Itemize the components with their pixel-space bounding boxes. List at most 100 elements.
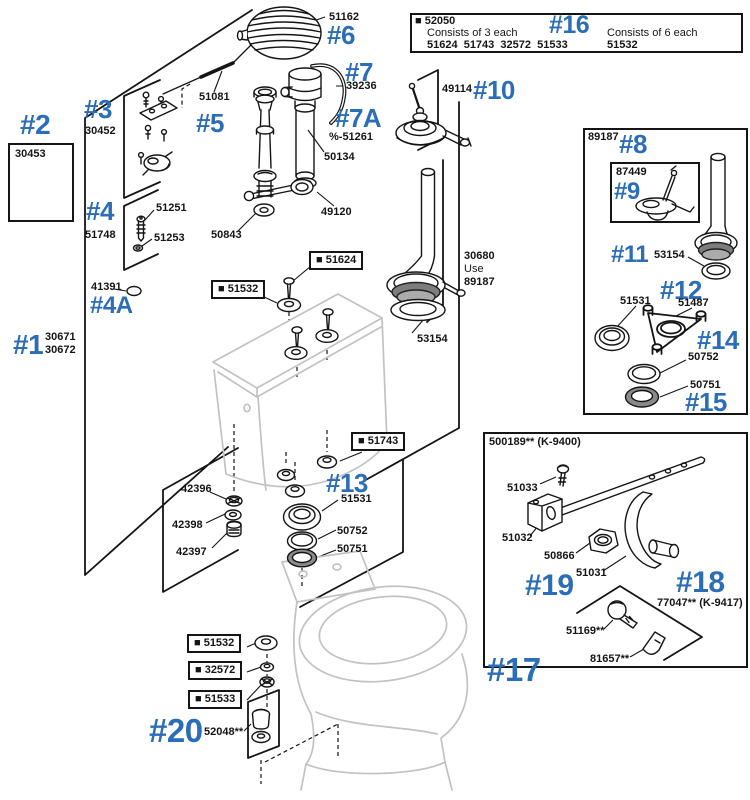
callout-30671: 30671 — [45, 331, 76, 343]
ref-18: #18 — [676, 566, 725, 599]
part-89187-flush-valve — [694, 152, 738, 261]
boxed-label-51532-bowl: ■ 51532 — [187, 634, 242, 654]
ref-7a: #7A — [335, 103, 382, 133]
box17-header: 500189** (K-9400) — [489, 436, 581, 448]
part-53154-gasket-center — [390, 298, 446, 322]
kit-box-16 — [410, 13, 743, 53]
ref-4: #4 — [86, 196, 114, 226]
consists3-text: Consists of 3 each — [427, 27, 518, 39]
callout-77047: 77047** (K-9417) — [657, 597, 743, 609]
callout-50751-center: 50751 — [337, 543, 368, 555]
ref-19: #19 — [525, 569, 574, 602]
consists6-list: 51532 — [607, 39, 638, 51]
callout-39236: 39236 — [346, 80, 377, 92]
ref-7: #7 — [345, 57, 373, 87]
callout-49114: 49114 — [442, 83, 472, 95]
callout-50843: 50843 — [211, 229, 242, 241]
ref-2: #2 — [20, 109, 51, 140]
callout-51253: 51253 — [154, 232, 185, 244]
kit-box-9 — [610, 162, 700, 223]
callout-51031: 51031 — [576, 567, 607, 579]
part-51487-plate — [642, 304, 707, 355]
part-41391-gasket — [126, 285, 142, 297]
callout-89187-use: 89187 — [464, 276, 495, 288]
part-30452-hinge-kit — [137, 91, 178, 176]
ref-20: #20 — [149, 712, 203, 749]
part-fill-valve-shank — [253, 86, 277, 217]
callout-50752-box8: 50752 — [688, 351, 719, 363]
ref-3: #3 — [84, 94, 112, 124]
part-51169-screw — [607, 600, 638, 629]
boxed-label-51532-tank: ■ 51532 — [211, 280, 266, 300]
part-30680-flush-valve — [386, 167, 466, 305]
callout-50751-box8: 50751 — [690, 379, 721, 391]
ref-8: #8 — [619, 129, 647, 159]
part-51033-screw — [556, 464, 570, 487]
part-50134-fill-valve — [280, 67, 322, 189]
callout-51531-center: 51531 — [341, 493, 372, 505]
part-51251-screw — [136, 215, 146, 242]
callout-51081: 51081 — [199, 91, 230, 103]
part-42398-washer — [224, 509, 242, 521]
part-53154-gasket-box8 — [701, 262, 731, 280]
part-50866-nut — [588, 528, 619, 554]
callout-51162: 51162 — [329, 11, 359, 23]
part-50751-nut-box8 — [624, 386, 660, 408]
callout-51251: 51251 — [156, 202, 187, 214]
callout-49120: 49120 — [321, 206, 352, 218]
callout-51033: 51033 — [507, 482, 538, 494]
part-42396-nut — [225, 495, 243, 507]
ref-15: #15 — [685, 387, 727, 417]
part-51253-washer — [132, 244, 144, 252]
ref-6: #6 — [327, 20, 355, 50]
ref-14: #14 — [697, 325, 739, 355]
sheet-outlines — [84, 9, 703, 759]
callout-42398: 42398 — [172, 519, 203, 531]
part-50752-washer-box8 — [627, 363, 661, 385]
part-39236-refill-tube — [310, 63, 347, 125]
bowl-rim — [298, 585, 468, 683]
part-51031-bracket — [624, 491, 680, 569]
ref-10: #10 — [473, 75, 515, 105]
callout-51531-box8: 51531 — [620, 295, 651, 307]
part-50843-washer — [253, 203, 275, 217]
callout-53154-box8: 53154 — [654, 249, 685, 261]
part-42397-cap-nut — [226, 520, 242, 538]
part-tank-bolts — [276, 277, 339, 361]
ref-4a: #4A — [90, 292, 133, 319]
part-51081-float-rod — [162, 44, 252, 95]
ref-13: #13 — [326, 468, 368, 498]
kit-box-17 — [483, 432, 748, 668]
callout-53154-center: 53154 — [417, 333, 448, 345]
callout-52050: ■ 52050 — [415, 15, 456, 27]
callout-30680: 30680 — [464, 250, 495, 262]
ref-1: #1 — [13, 329, 44, 360]
callout-51032: 51032 — [502, 532, 533, 544]
ref-17: #17 — [487, 651, 541, 688]
callout-51169: 51169** — [566, 625, 605, 637]
boxed-label-51533: ■ 51533 — [188, 690, 243, 710]
part-bowl-bolt-hardware — [254, 635, 278, 688]
ref-5: #5 — [196, 108, 224, 138]
bowl-shelf — [281, 550, 376, 603]
callout-50752-center: 50752 — [337, 525, 368, 537]
callout-use: Use — [464, 263, 484, 275]
boxed-label-51743: ■ 51743 — [351, 432, 406, 452]
callout-50134: 50134 — [324, 151, 355, 163]
kit-box-8 — [583, 128, 748, 415]
part-81657-clip — [642, 631, 666, 655]
callout-41391: 41391 — [91, 281, 122, 293]
consists3-list: 51624 51743 32572 51533 — [427, 39, 568, 51]
callout-50866: 50866 — [544, 550, 575, 562]
callout-42397: 42397 — [176, 546, 207, 558]
callout-30453: 30453 — [15, 148, 46, 160]
boxed-label-51624: ■ 51624 — [309, 251, 364, 271]
callout-81657: 81657** — [590, 653, 630, 665]
consists6-text: Consists of 6 each — [607, 27, 698, 39]
part-51032-trip-lever — [527, 456, 706, 532]
ghost-tank-and-bowl — [212, 293, 469, 791]
part-49114-valve-head — [395, 82, 472, 147]
callout-87449: 87449 — [616, 166, 647, 178]
